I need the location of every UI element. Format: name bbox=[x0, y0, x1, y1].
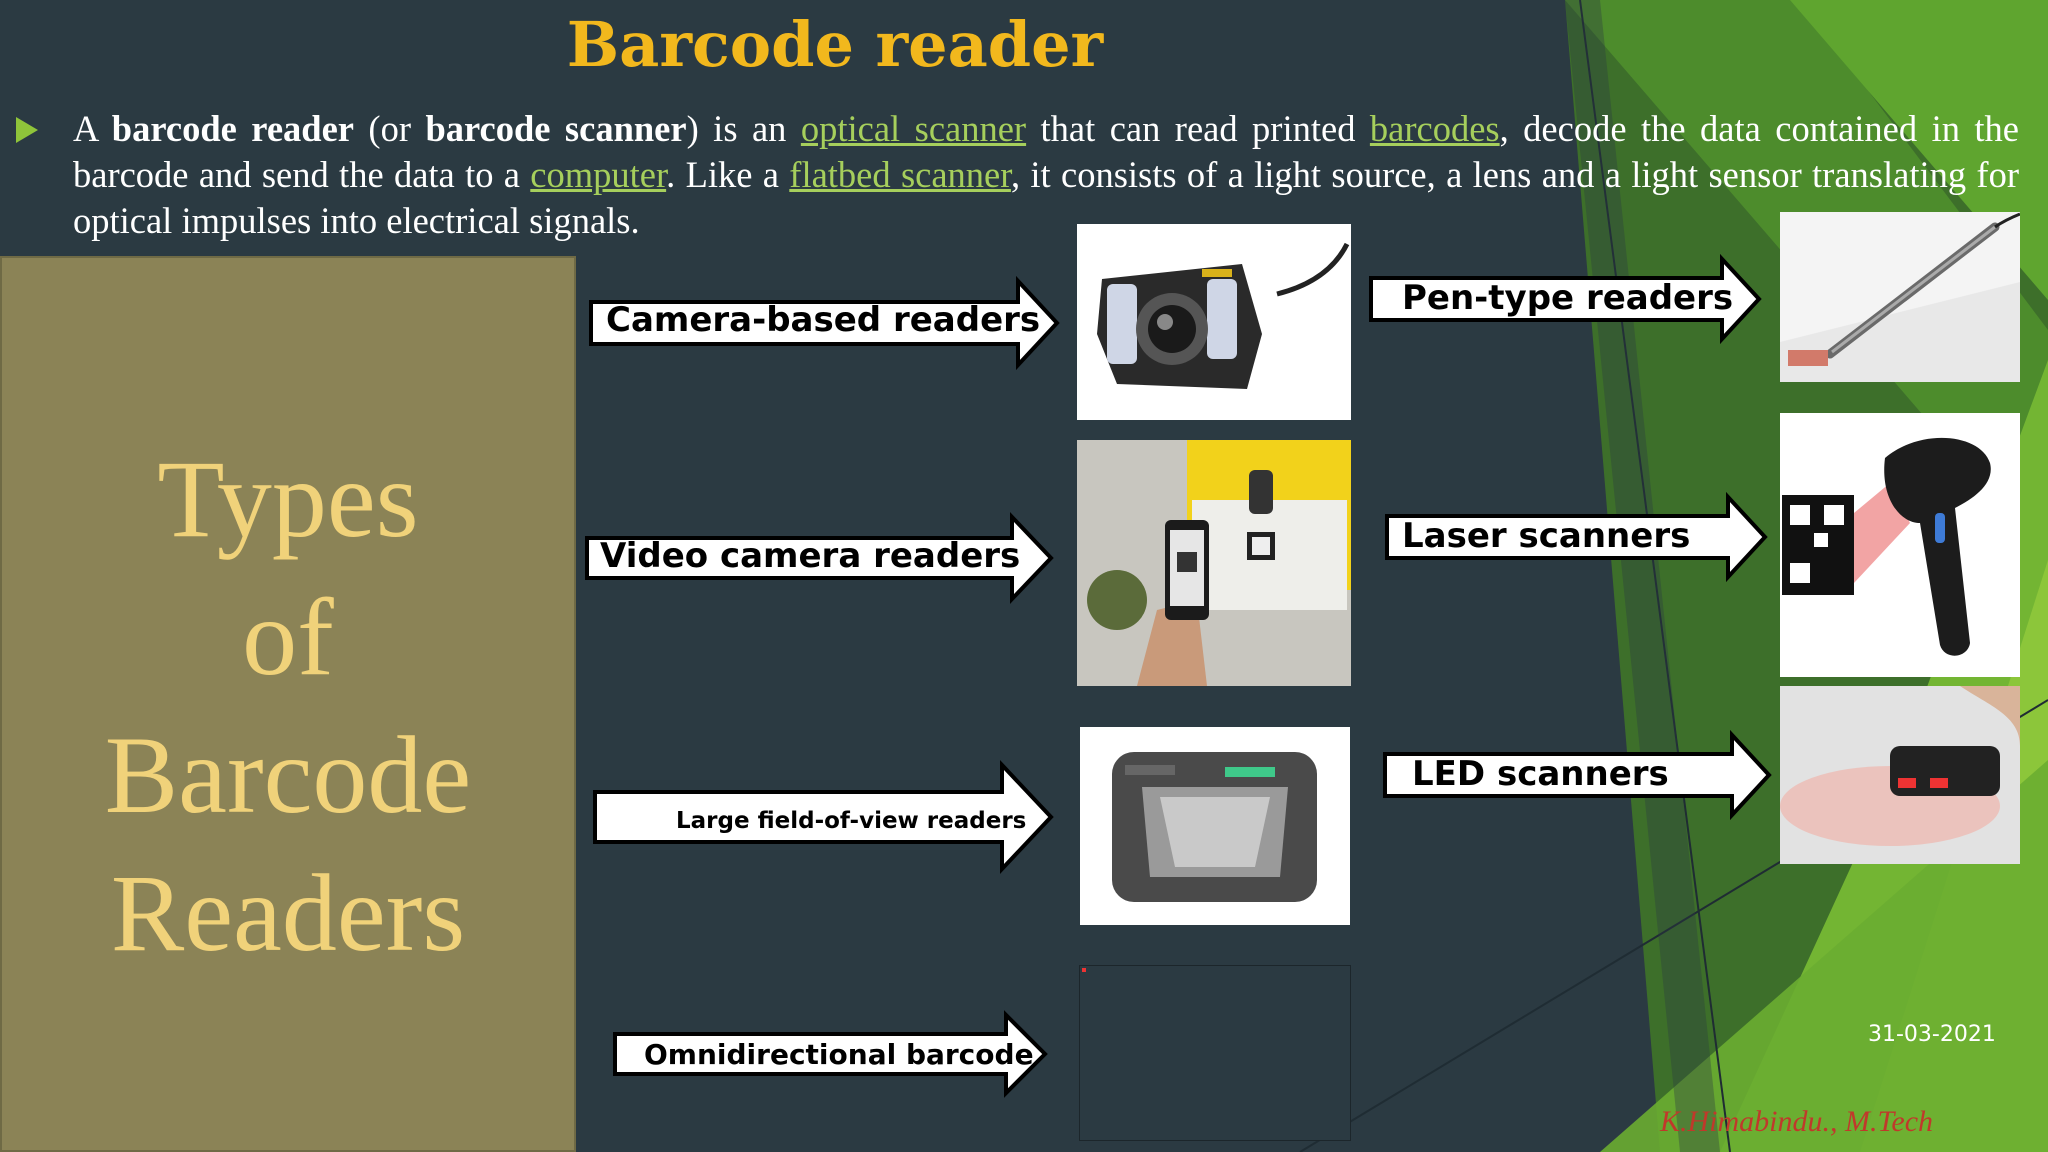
laser-scanner-image bbox=[1780, 413, 2020, 677]
arrow-label-led: LED scanners bbox=[1412, 754, 1669, 794]
arrow-label-video: Video camera readers bbox=[600, 536, 1021, 576]
arrow-laser-scanners: Laser scanners bbox=[1384, 491, 1768, 583]
side-title-line-4: Readers bbox=[110, 852, 466, 974]
arrow-video-camera-readers: Video camera readers bbox=[584, 511, 1054, 605]
side-title-line-1: Types bbox=[157, 438, 419, 560]
slide-date: 31-03-2021 bbox=[1868, 1022, 1996, 1047]
arrow-led-scanners: LED scanners bbox=[1382, 729, 1772, 821]
para-text-4: that can read printed bbox=[1026, 108, 1370, 149]
arrow-label-large: Large field-of-view readers bbox=[676, 808, 1027, 834]
arrow-shape bbox=[1383, 729, 1772, 821]
side-title-line-3: Barcode bbox=[104, 714, 472, 836]
arrow-shape bbox=[585, 511, 1054, 605]
para-text-6: . Like a bbox=[666, 154, 790, 195]
camera-based-reader-image bbox=[1077, 224, 1351, 420]
types-side-panel bbox=[0, 256, 576, 1152]
link-optical-scanner[interactable]: optical scanner bbox=[800, 108, 1027, 149]
arrow-shape bbox=[589, 275, 1060, 371]
arrow-label-pen: Pen-type readers bbox=[1402, 278, 1734, 318]
types-side-title: Types of Barcode Readers bbox=[0, 430, 576, 982]
arrow-camera-based-readers: Camera-based readers bbox=[588, 275, 1060, 371]
link-flatbed-scanner[interactable]: flatbed scanner bbox=[789, 154, 1011, 195]
slide-title: Barcode reader bbox=[566, 8, 1104, 81]
omnidirectional-barcode-image-placeholder bbox=[1079, 965, 1351, 1141]
link-computer[interactable]: computer bbox=[530, 154, 667, 195]
arrow-label-camera: Camera-based readers bbox=[606, 300, 1041, 340]
arrow-large-field-of-view-readers: Large field-of-view readers bbox=[592, 759, 1054, 875]
arrow-pen-type-readers: Pen-type readers bbox=[1368, 253, 1762, 345]
para-text-1: A bbox=[73, 108, 112, 149]
para-text-5: , decode the data contained in the barco… bbox=[73, 108, 2019, 195]
side-title-line-2: of bbox=[242, 576, 334, 698]
pen-type-reader-image bbox=[1780, 212, 2020, 382]
arrow-shape bbox=[593, 759, 1054, 875]
para-bold-barcode-reader: barcode reader bbox=[111, 108, 354, 149]
arrow-shape bbox=[613, 1010, 1048, 1098]
para-text-2: (or bbox=[353, 108, 426, 149]
para-bold-barcode-scanner: barcode scanner bbox=[425, 108, 687, 149]
arrow-shape bbox=[1369, 253, 1762, 345]
para-text-7: , it consists of a light source, a lens … bbox=[73, 154, 2019, 241]
arrow-omnidirectional-barcode: Omnidirectional barcode bbox=[612, 1010, 1048, 1098]
led-scanner-image bbox=[1780, 686, 2020, 864]
video-camera-reader-image bbox=[1077, 440, 1351, 686]
arrow-shape bbox=[1385, 491, 1768, 583]
large-field-of-view-reader-image bbox=[1080, 727, 1350, 925]
bullet-triangle-icon bbox=[16, 117, 38, 143]
slide-author: K.Himabindu., M.Tech bbox=[1660, 1105, 1934, 1138]
intro-paragraph: A barcode reader (or barcode scanner) is… bbox=[73, 106, 2019, 244]
para-text-3: ) is an bbox=[686, 108, 801, 149]
arrow-label-omni: Omnidirectional barcode bbox=[644, 1038, 1034, 1071]
link-barcodes[interactable]: barcodes bbox=[1369, 108, 1500, 149]
arrow-label-laser: Laser scanners bbox=[1402, 516, 1691, 556]
